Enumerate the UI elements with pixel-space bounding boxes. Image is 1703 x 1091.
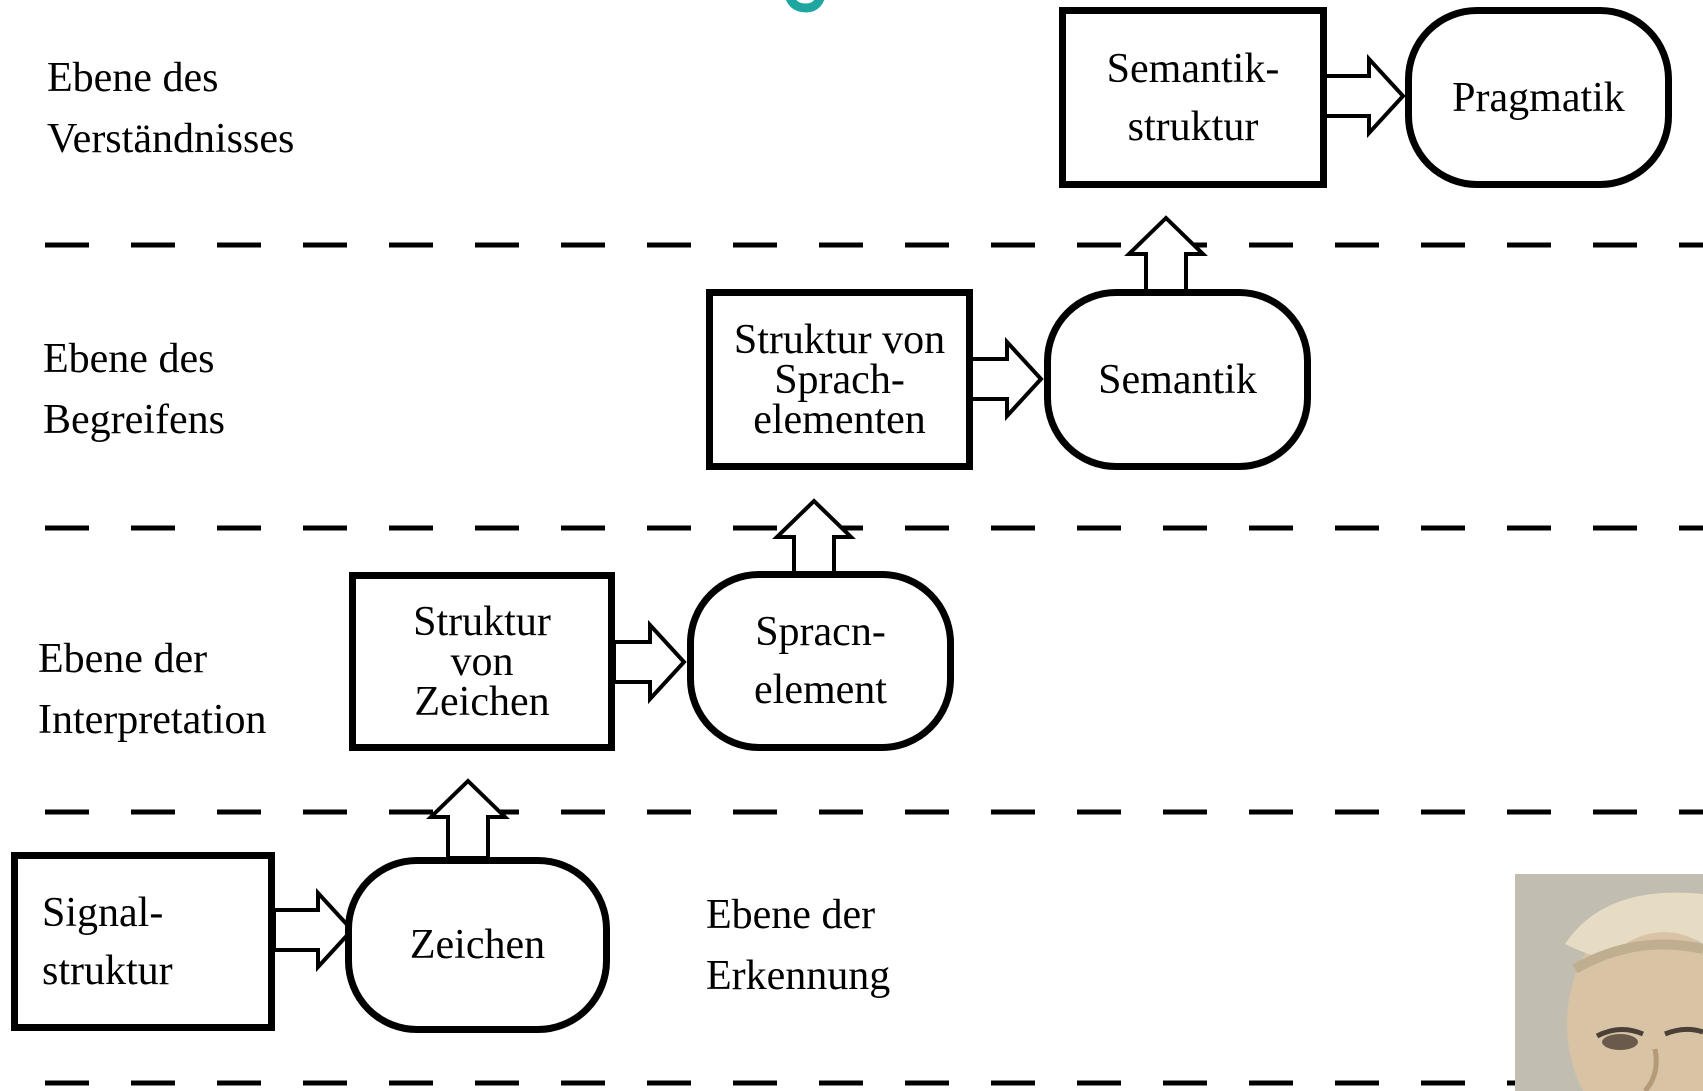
arrow-up-icon	[1124, 215, 1208, 294]
arrow-up-icon	[426, 778, 510, 860]
portrait-icon	[1515, 874, 1703, 1091]
node-semantikstruktur: Semantik- struktur	[1059, 7, 1327, 188]
level-separators	[45, 242, 1703, 1086]
node-semantik: Semantik	[1044, 289, 1311, 470]
node-pragmatik: Pragmatik	[1405, 7, 1672, 188]
heading-fragment	[782, 0, 828, 16]
node-signalstruktur: Signal- struktur	[11, 852, 275, 1031]
arrow-up-icon	[772, 498, 856, 577]
arrow-right-icon	[1323, 53, 1406, 139]
level-label-erkennung: Ebene der Erkennung	[706, 892, 891, 999]
node-zeichen: Zeichen	[345, 857, 610, 1033]
node-sprachelement: Spracn- element	[687, 571, 954, 751]
level-label-interpretation: Ebene der Interpretation	[38, 636, 267, 743]
level-label-begreifen: Ebene des Begreifens	[43, 336, 225, 443]
portrait-photo	[1515, 874, 1703, 1091]
arrow-right-icon	[969, 336, 1044, 422]
arrow-right-icon	[612, 619, 687, 705]
arrow-right-icon	[272, 887, 355, 973]
node-struktur-von-zeichen: Struktur von Zeichen	[349, 572, 615, 751]
level-label-verstaendnis: Ebene des Verständnisses	[47, 55, 295, 162]
node-struktur-von-sprachelementen: Struktur von Sprach- elementen	[706, 289, 973, 470]
